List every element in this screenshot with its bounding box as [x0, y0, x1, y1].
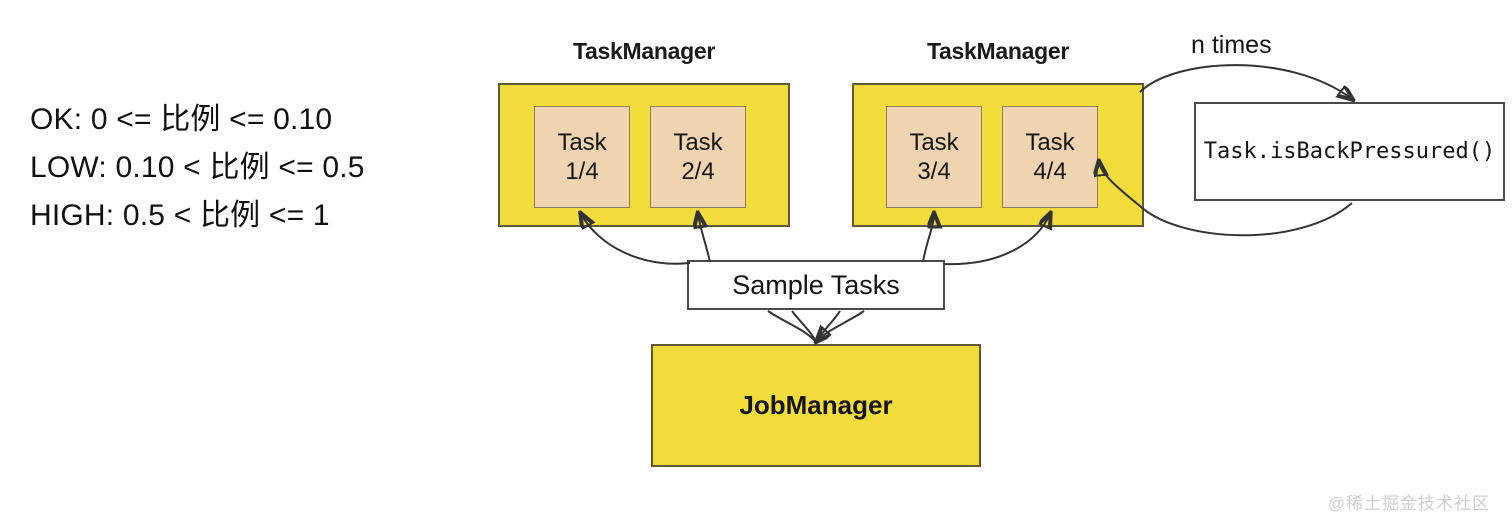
taskmanager-2-title: TaskManager: [927, 38, 1069, 64]
sample-tasks-box: Sample Tasks: [687, 260, 945, 310]
legend-line-low: LOW: 0.10 < 比例 <= 0.5: [30, 151, 365, 184]
task-box-1-4: Task 1/4: [534, 106, 630, 208]
jobmanager-box: JobManager: [651, 344, 981, 467]
is-backpressured-call-box: Task.isBackPressured(): [1194, 102, 1505, 201]
loop-iteration-label: n times: [1191, 31, 1272, 59]
legend-line-high: HIGH: 0.5 < 比例 <= 1: [30, 199, 330, 232]
watermark: @稀土掘金技术社区: [1327, 494, 1490, 513]
arrow-sample-to-jobmanager-d: [817, 310, 865, 341]
task-box-1-4-name: Task: [557, 129, 607, 156]
arrow-sample-to-jobmanager-a: [767, 310, 817, 343]
task-box-4-4-name: Task: [1025, 129, 1075, 156]
task-box-4-4-index: 4/4: [1033, 158, 1067, 185]
sample-tasks-label: Sample Tasks: [732, 269, 900, 300]
arrow-sample-to-jobmanager-b: [791, 310, 817, 343]
backpressure-legend: OK: 0 <= 比例 <= 0.10 LOW: 0.10 < 比例 <= 0.…: [30, 96, 450, 240]
task-box-3-4-index: 3/4: [917, 158, 951, 185]
taskmanager-1-title: TaskManager: [573, 38, 715, 64]
task-box-2-4-index: 2/4: [681, 158, 715, 185]
jobmanager-label: JobManager: [739, 390, 893, 420]
arrow-sample-to-jobmanager-c: [816, 310, 841, 343]
legend-line-ok: OK: 0 <= 比例 <= 0.10: [30, 103, 333, 136]
arrow-loop-to-backpressured: [1139, 64, 1352, 99]
is-backpressured-call-label: Task.isBackPressured(): [1203, 139, 1496, 164]
task-box-2-4: Task 2/4: [650, 106, 746, 208]
task-box-2-4-name: Task: [673, 129, 723, 156]
task-box-3-4: Task 3/4: [886, 106, 982, 208]
task-box-3-4-name: Task: [909, 129, 959, 156]
task-box-1-4-index: 1/4: [565, 158, 599, 185]
task-box-4-4: Task 4/4: [1002, 106, 1098, 208]
